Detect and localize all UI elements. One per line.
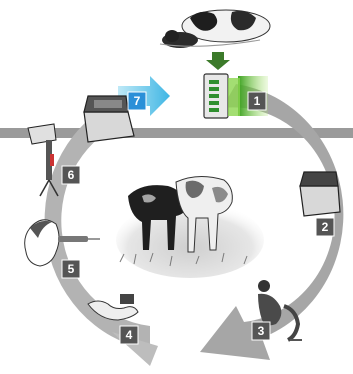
nasal-swab-icon [24,219,100,267]
step-badge-5: 5 [61,259,81,279]
horizontal-band [0,128,353,138]
farmer-sampling-icon [258,280,302,342]
svg-text:5: 5 [68,262,75,276]
step-badge-4: 4 [119,325,139,345]
calves-in-field-icon [116,176,264,278]
cycle-arrow-right [200,84,344,360]
lying-cow-with-calf-icon [159,9,271,48]
step-badge-3: 3 [251,321,271,341]
down-arrow [206,52,230,70]
svg-text:6: 6 [68,168,75,182]
svg-text:3: 3 [258,324,265,338]
svg-text:4: 4 [126,328,133,342]
step-badge-6: 6 [61,165,81,185]
analyzer-box-icon [83,95,135,143]
lab-instrument-icon [27,123,59,197]
step-badge-7: 7 [127,91,147,111]
step-badge-2: 2 [315,217,335,237]
analyzer-box-icon [299,171,341,217]
svg-text:7: 7 [134,94,141,108]
cycle-arrow-left [44,98,150,350]
sample-tube-icon [87,294,139,321]
svg-text:2: 2 [322,220,329,234]
svg-text:1: 1 [254,94,261,108]
step-badge-1: 1 [247,91,267,111]
